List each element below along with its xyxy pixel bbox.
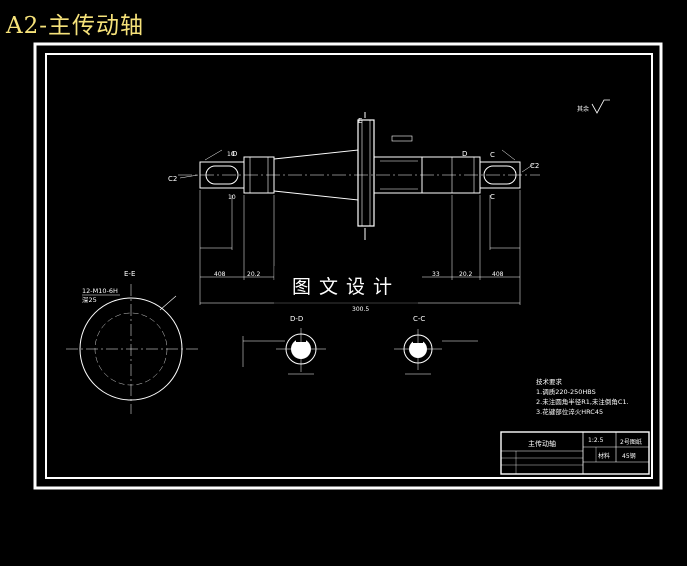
part-name: 主传动轴 [528,439,556,448]
dim-8: 300.5 [352,306,369,313]
tech-notes-heading: 技术要求 [536,377,563,386]
shaft-main-view [178,112,540,305]
section-cc-view [394,329,478,375]
dim-3: 408 [214,271,226,278]
page-title: A2-主传动轴 [6,13,145,39]
roughness-symbol [591,99,610,114]
dim-4: 20.2 [247,271,261,278]
dim-5: 33 [432,271,440,278]
section-cc-title: C-C [413,315,425,323]
section-label-c-left: C [490,151,495,159]
roughness-note: 其余 [577,105,589,113]
scale: 1:2.5 [588,437,604,444]
tech-note-1: 1.调质220-250HBS [536,387,596,396]
section-ee-title: E-E [124,270,135,278]
dim-6: 20.2 [459,271,473,278]
section-label-e: E [358,117,362,125]
outer-frame [33,42,663,490]
dim-2: 10 [228,194,236,201]
title-block [500,431,650,475]
section-dd-title: D-D [290,315,303,323]
material-label: 材料 [598,452,610,460]
section-dd-view [242,328,326,375]
dim-1: 10 [227,151,235,158]
section-label-c-right: C [490,193,495,201]
section-ee-view [66,284,198,414]
tech-note-2: 2.未注圆角半径R1,未注倒角C1. [536,397,629,406]
section-label-d-left: D [232,150,237,158]
chamfer-label-left: C2 [168,175,177,183]
hole-spec: 12-M10-6H [82,287,118,295]
watermark: 图文设计 [274,266,418,304]
inner-frame [45,53,653,479]
section-label-d-right: D [462,150,467,158]
material: 45钢 [622,452,636,460]
hole-depth: 深25 [82,295,97,304]
dim-7: 408 [492,271,504,278]
chamfer-label-right: C2 [530,162,539,170]
drawing-number: 2号图纸 [620,438,642,446]
tech-note-3: 3.花键部位淬火HRC45 [536,407,603,416]
